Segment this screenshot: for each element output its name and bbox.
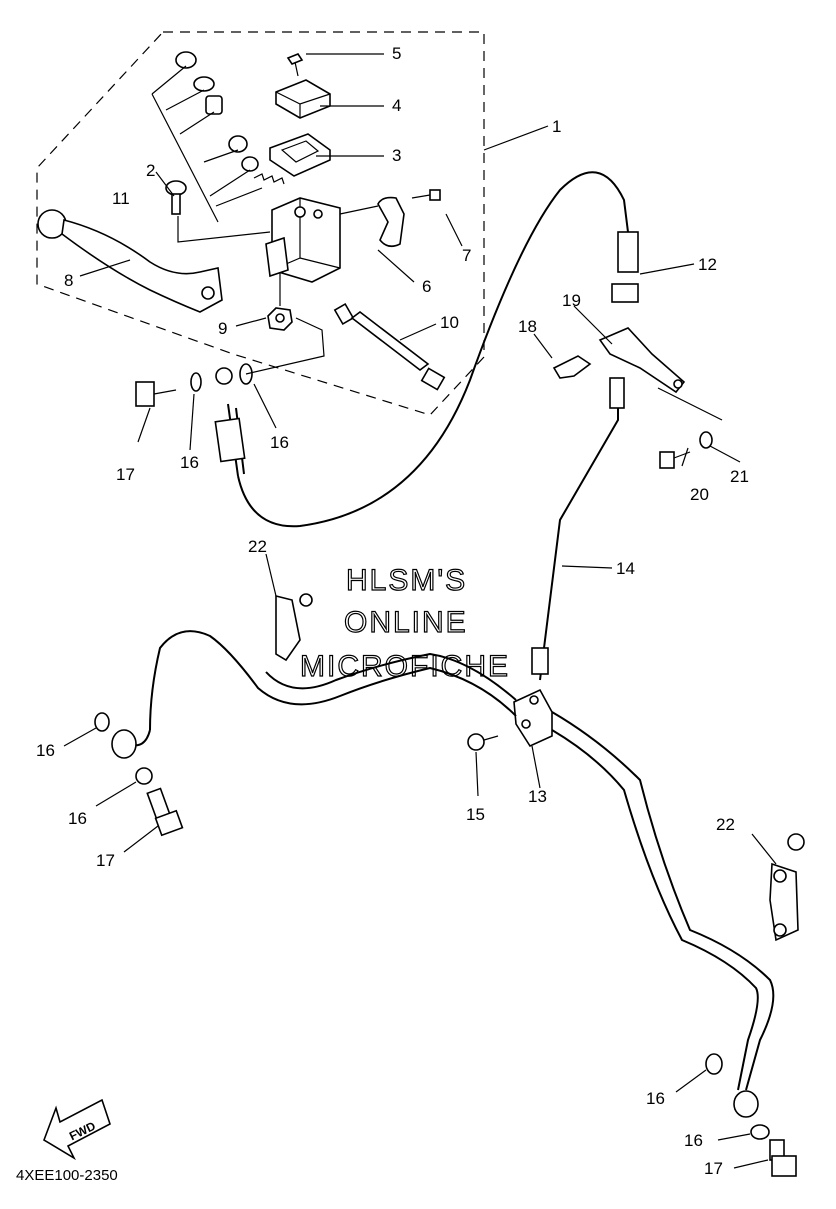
brake-hose-joint <box>513 688 553 748</box>
holder-6 <box>377 196 405 248</box>
callout-19: 19 <box>562 291 581 310</box>
upper-brake-hose <box>237 171 629 528</box>
callout-6: 6 <box>422 277 431 296</box>
callout-17b: 17 <box>96 851 115 870</box>
callout-16a: 16 <box>180 453 199 472</box>
copper-washer <box>705 1053 723 1075</box>
hose-clamp-upper <box>275 593 313 662</box>
callout-5: 5 <box>392 44 401 63</box>
copper-washer <box>94 712 110 732</box>
copper-washer <box>190 372 202 392</box>
bracket-19 <box>598 327 686 394</box>
callout-15: 15 <box>466 805 485 824</box>
callout-16d: 16 <box>68 809 87 828</box>
piston-kit <box>151 51 285 223</box>
callout-22b: 22 <box>716 815 735 834</box>
copper-washer <box>750 1124 770 1140</box>
callout-16e: 16 <box>646 1089 665 1108</box>
banjo-right <box>733 1090 759 1118</box>
hose-clamp-lower <box>769 833 805 942</box>
callout-8: 8 <box>64 271 73 290</box>
bolt-7 <box>411 189 441 201</box>
bolt-20 <box>659 451 691 469</box>
callout-11: 11 <box>112 189 130 208</box>
callout-16b: 16 <box>270 433 289 452</box>
diaphragm <box>269 133 331 177</box>
brake-lever <box>37 209 223 313</box>
union-bolt-right <box>769 1139 797 1177</box>
callout-14: 14 <box>616 559 635 578</box>
callout-20: 20 <box>690 485 709 504</box>
diagram-code: 4XEE100-2350 <box>16 1167 118 1184</box>
union-bolt-upper <box>135 381 177 407</box>
washer-21 <box>699 431 713 449</box>
bracket-18 <box>552 355 592 379</box>
callout-16f: 16 <box>684 1131 703 1150</box>
callout-7: 7 <box>462 246 471 265</box>
callout-1: 1 <box>552 117 561 136</box>
watermark-line-1: HLSM'S <box>346 564 467 597</box>
banjo-left <box>111 729 137 759</box>
leader-lines <box>63 53 777 1169</box>
callout-2: 2 <box>146 161 155 180</box>
screw-5 <box>286 53 304 77</box>
watermark-line-2: ONLINE <box>344 606 468 639</box>
callout-12: 12 <box>698 255 717 274</box>
callout-10: 10 <box>440 313 459 332</box>
pivot-bolt <box>165 180 187 215</box>
nut-9 <box>267 307 293 331</box>
callout-16c: 16 <box>36 741 55 760</box>
callout-17c: 17 <box>704 1159 723 1178</box>
lower-brake-hose-left <box>149 630 517 731</box>
reservoir-cap <box>275 79 331 119</box>
brake-switch <box>333 302 446 391</box>
assembly-boundary <box>36 31 485 416</box>
callout-22a: 22 <box>248 537 267 556</box>
banjo-fitting-upper <box>215 367 233 385</box>
watermark-line-3: MICROFICHE <box>300 650 510 683</box>
bolt-15 <box>467 733 499 751</box>
brake-pipe <box>539 378 619 681</box>
callout-18: 18 <box>518 317 537 336</box>
callout-3: 3 <box>392 146 401 165</box>
callout-9: 9 <box>218 319 227 338</box>
master-cylinder <box>265 197 341 283</box>
union-bolt-left <box>146 787 184 837</box>
callout-4: 4 <box>392 96 401 115</box>
callout-13: 13 <box>528 787 547 806</box>
callout-21: 21 <box>730 467 749 486</box>
copper-washer <box>135 767 153 785</box>
lower-brake-hose-right <box>551 711 775 1091</box>
callout-17a: 17 <box>116 465 135 484</box>
fwd-arrow-icon: FWD <box>43 1098 111 1161</box>
